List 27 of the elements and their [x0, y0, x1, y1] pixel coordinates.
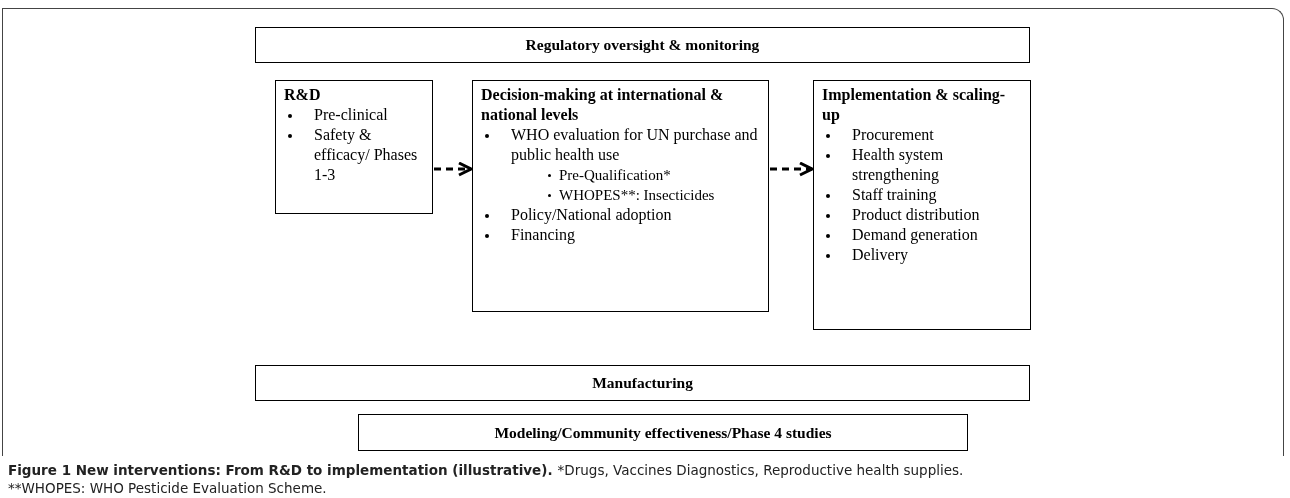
bullet-item: Pre-Qualification*: [559, 167, 671, 183]
bullet-item: WHO evaluation for UN purchase and public health use: [511, 126, 758, 163]
figure-caption: Figure 1 New interventions: From R&D to implementation (illustrative).: [8, 462, 553, 478]
footnote: **WHOPES: WHO Pesticide Evaluation Scheme.: [8, 480, 327, 496]
footnote: *Drugs, Vaccines Diagnostics, Reproductive health supplies.: [557, 462, 964, 478]
bullet-item: Delivery: [852, 246, 908, 263]
process-box: [275, 80, 433, 214]
box-heading: Implementation & scaling-up: [822, 85, 1007, 125]
band-box: Manufacturing: [255, 365, 1030, 401]
bullet-item: Health system strengthening: [852, 146, 944, 183]
bullet-item: Demand generation: [852, 226, 978, 243]
dashed-arrow: [770, 161, 814, 177]
bullet-item: Product distribution: [852, 206, 980, 223]
bullet-item: Policy/National adoption: [511, 206, 672, 223]
bullet-item: Pre-clinical: [314, 106, 388, 123]
process-box: [813, 80, 1031, 330]
box-heading: R&D: [284, 85, 322, 105]
band-box: Regulatory oversight & monitoring: [255, 27, 1030, 63]
dashed-arrow: [434, 161, 473, 177]
bullet-item: WHOPES**: Insecticides: [559, 187, 715, 203]
bullet-item: Staff training: [852, 186, 937, 203]
process-box: [472, 80, 769, 312]
bullet-item: Safety & efficacy/ Phases 1-3: [314, 126, 418, 183]
bullet-item: Financing: [511, 226, 575, 243]
band-box: Modeling/Community effectiveness/Phase 4 studies: [358, 414, 968, 451]
box-heading: Decision-making at international & national levels: [481, 85, 725, 125]
bullet-item: Procurement: [852, 126, 934, 143]
